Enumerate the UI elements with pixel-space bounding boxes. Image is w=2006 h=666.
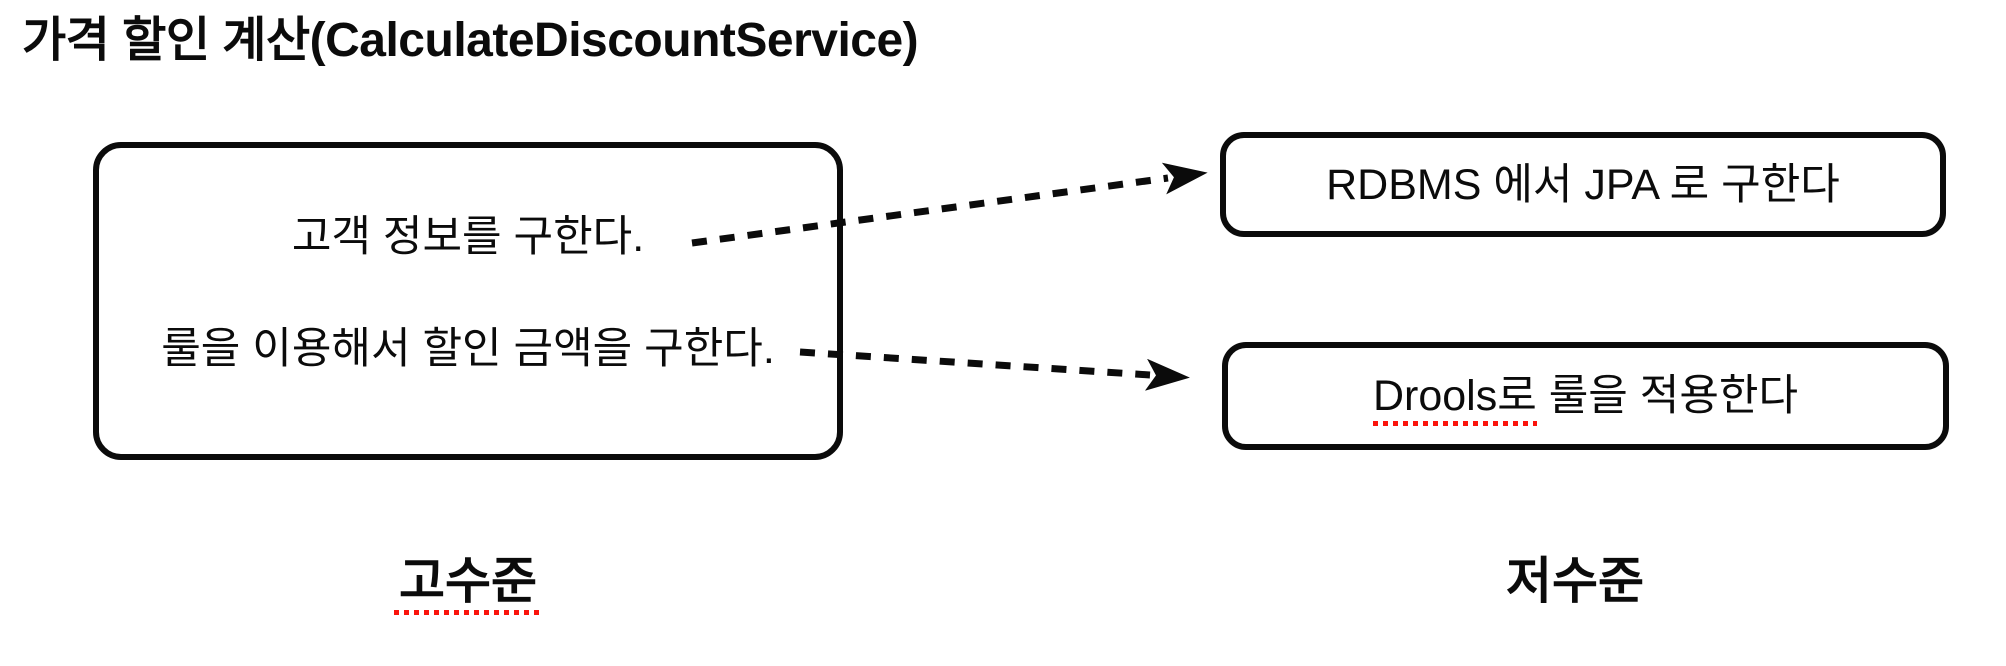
low-level-box-rdbms-text: RDBMS 에서 JPA 로 구한다 (1326, 160, 1840, 209)
high-level-box: 고객 정보를 구한다. 룰을 이용해서 할인 금액을 구한다. (93, 142, 843, 460)
drools-underlined-word: Drools로 (1372, 372, 1537, 426)
drools-rest-text: 룰을 적용한다 (1536, 372, 1799, 420)
low-level-box-rdbms: RDBMS 에서 JPA 로 구한다 (1220, 132, 1946, 237)
low-level-box-drools-text: Drools로 룰을 적용한다 (1372, 369, 1799, 426)
high-level-step-rule-discount: 룰을 이용해서 할인 금액을 구한다. (161, 325, 775, 373)
arrow-rule-discount-to-drools (799, 348, 1190, 391)
low-level-label: 저수준 (1200, 552, 1950, 610)
high-level-label: 고수준 (93, 552, 843, 615)
low-level-box-drools: Drools로 룰을 적용한다 (1222, 342, 1949, 450)
high-level-label-text: 고수준 (394, 553, 542, 615)
high-level-step-customer-info: 고객 정보를 구한다. (291, 213, 645, 261)
low-level-label-text: 저수준 (1506, 553, 1644, 609)
diagram-title: 가격 할인 계산(CalculateDiscountService) (22, 14, 919, 67)
